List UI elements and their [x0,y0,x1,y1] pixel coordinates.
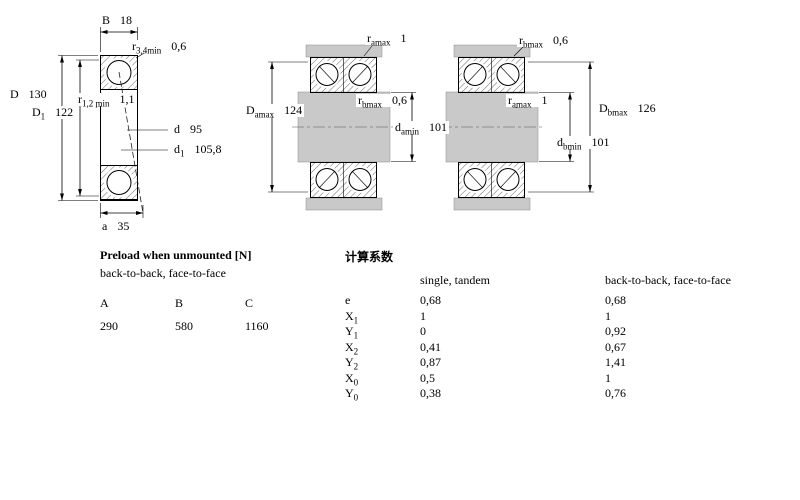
factor-row: Y2 0,87 1,41 [345,355,731,371]
factor-single-value: 0,68 [420,293,441,307]
factor-paired-value: 0,76 [605,386,626,400]
factors-col-paired: back-to-back, face-to-face [605,273,731,287]
factor-paired-value: 1 [605,370,611,385]
factor-symbol: e [345,293,351,307]
factors-header-row: single, tandem back-to-back, face-to-fac… [345,273,731,288]
factor-single-value: 1 [420,308,426,323]
factor-row: X2 0,41 0,67 [345,340,731,356]
preload-value: 580 [175,319,193,333]
preload-col-header: A [100,296,109,310]
factor-paired-value: 0,68 [605,293,626,307]
preload-subtitle: back-to-back, face-to-face [100,266,226,280]
factor-symbol: Y2 [345,355,359,372]
arrangement-b-drawing [440,44,594,211]
preload-col-header: C [245,296,254,310]
factor-single-value: 0,5 [420,370,435,385]
factor-single-value: 0,87 [420,355,441,369]
calculation-factors-table: 计算系数 single, tandem back-to-back, face-t… [345,248,731,402]
factors-title: 计算系数 [345,250,394,264]
factor-paired-value: 0,67 [605,339,626,354]
factor-symbol: X1 [345,308,359,325]
factor-symbol: Y0 [345,386,359,403]
preload-col-header: B [175,296,184,310]
preload-value: 290 [100,319,118,333]
factor-single-value: 0,41 [420,339,441,354]
left-bearing-drawing [58,27,168,218]
factor-single-value: 0,38 [420,386,441,400]
factor-symbol: X2 [345,339,359,356]
factor-row: X1 1 1 [345,309,731,325]
arrangement-a-drawing [268,44,416,211]
factor-row: Y0 0,38 0,76 [345,386,731,402]
factor-paired-value: 1,41 [605,355,626,369]
factors-col-single: single, tandem [420,273,490,287]
factor-single-value: 0 [420,324,426,338]
factor-row: Y1 0 0,92 [345,324,731,340]
preload-title: Preload when unmounted [N] [100,248,252,262]
preload-value: 1160 [245,319,269,333]
factor-paired-value: 0,92 [605,324,626,338]
factor-symbol: Y1 [345,324,359,341]
factor-paired-value: 1 [605,308,611,323]
factor-row: X0 0,5 1 [345,371,731,387]
preload-table: Preload when unmounted [N] back-to-back,… [100,248,325,334]
factor-row: e 0,68 0,68 [345,293,731,309]
preload-grid: A B C 290 580 1160 [100,296,325,334]
factor-symbol: X0 [345,370,359,387]
